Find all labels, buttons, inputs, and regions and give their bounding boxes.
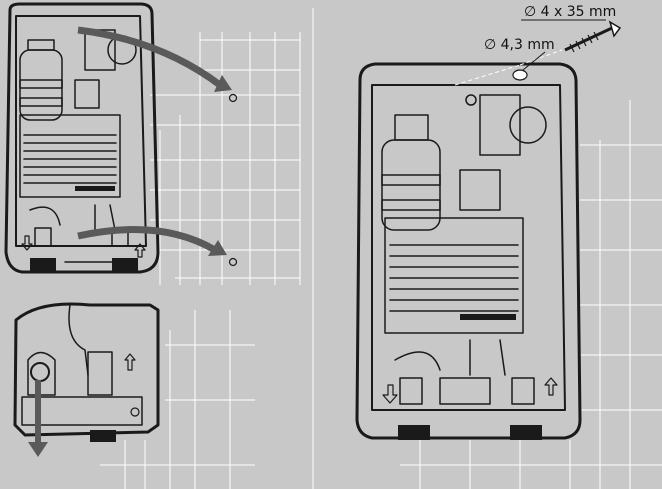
down-arrow-icon [21,235,33,251]
wall-grid-left-bottom [100,310,255,489]
wall-grid-left-top [150,32,301,285]
drain-detail-view [13,302,160,442]
drain-arrow-icon [28,380,48,457]
screw-spec-label: ∅ 4 x 35 mm [524,4,616,20]
up-arrow-icon [134,243,146,258]
callout-leaders [521,19,606,71]
hole-spec-label: ∅ 4,3 mm [484,37,555,53]
screw-icon [454,20,622,86]
water-heater-mounting-view [355,62,582,440]
curved-arrow-icon [77,26,238,267]
water-heater-front-view [4,2,160,274]
wall-grid-right [400,100,662,489]
